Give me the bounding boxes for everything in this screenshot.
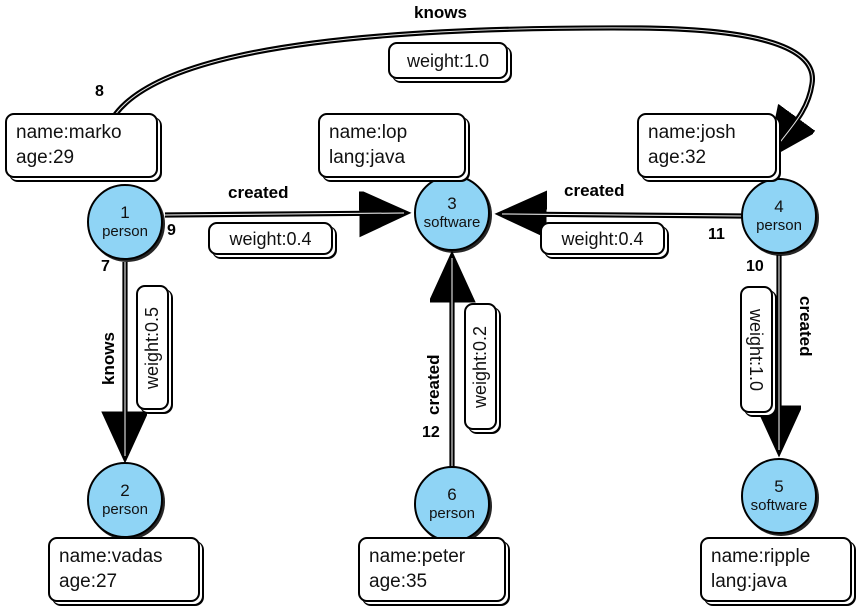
edge-label-created-10: created [796,296,815,357]
vertex-1-label: person [102,223,148,240]
vertex-4-prop-1: age:32 [648,147,707,168]
edge-id-8: 8 [95,83,104,100]
edge-id-11: 11 [708,226,725,243]
edge-weight-7: weight:0.5 [136,285,169,410]
vertex-3-properties: name:lop lang:java [318,113,466,178]
vertex-1-id: 1 [120,203,130,222]
edge-weight-7-text: weight:0.5 [142,306,163,389]
edge-label-knows-8: knows [414,3,467,22]
vertex-1-prop-1: age:29 [16,147,75,168]
vertex-3[interactable]: 3 software [414,175,490,251]
vertex-5-properties: name:ripple lang:java [700,537,852,602]
vertex-3-prop-0: name:lop [329,122,408,143]
vertex-3-prop-1: lang:java [329,147,406,168]
vertex-6-prop-0: name:peter [369,546,466,567]
vertex-5-prop-0: name:ripple [711,546,811,567]
edge-weight-10: weight:1.0 [740,286,773,413]
edge-weight-10-text: weight:1.0 [746,308,767,391]
edge-weight-12-text: weight:0.2 [470,325,491,408]
vertex-6-properties: name:peter age:35 [358,537,506,602]
vertex-2[interactable]: 2 person [87,462,163,538]
vertex-4-properties: name:josh age:32 [637,113,777,178]
edge-weight-12: weight:0.2 [464,303,497,430]
edge-label-created-11: created [564,181,625,200]
vertex-4[interactable]: 4 person [741,178,817,254]
edge-weight-11-text: weight:0.4 [561,228,644,249]
vertex-6-label: person [429,505,475,522]
vertex-3-id: 3 [447,194,457,213]
edge-weight-8: weight:1.0 [388,42,508,79]
vertex-6[interactable]: 6 person [414,466,490,542]
vertex-5-label: software [750,497,808,514]
vertex-6-id: 6 [447,485,457,504]
edge-weight-8-text: weight:1.0 [406,50,490,71]
edge-weight-11: weight:0.4 [540,222,665,255]
edge-id-9: 9 [167,222,176,239]
vertex-1-prop-0: name:marko [16,122,122,143]
edge-label-created-9: created [228,183,289,202]
vertex-6-prop-1: age:35 [369,571,428,592]
vertex-5-prop-1: lang:java [711,571,788,592]
vertex-5[interactable]: 5 software [741,458,817,534]
edge-label-knows-7: knows [99,332,118,385]
vertex-2-label: person [102,501,148,518]
vertex-2-id: 2 [120,481,130,500]
edge-label-created-12: created [424,354,443,415]
vertex-4-prop-0: name:josh [648,122,736,143]
vertex-4-label: person [756,217,802,234]
vertex-2-prop-1: age:27 [59,571,118,592]
edge-weight-9-text: weight:0.4 [229,228,312,249]
vertex-4-id: 4 [774,197,784,216]
edge-id-10: 10 [746,258,764,275]
vertex-1[interactable]: 1 person [87,184,163,260]
vertex-1-properties: name:marko age:29 [5,113,158,178]
edge-id-7: 7 [101,258,110,275]
edge-weight-9: weight:0.4 [208,222,333,255]
vertex-2-prop-0: name:vadas [59,546,163,567]
vertex-3-label: software [423,214,481,231]
vertex-5-id: 5 [774,477,784,496]
vertex-2-properties: name:vadas age:27 [48,537,200,602]
edge-id-12: 12 [422,424,440,441]
